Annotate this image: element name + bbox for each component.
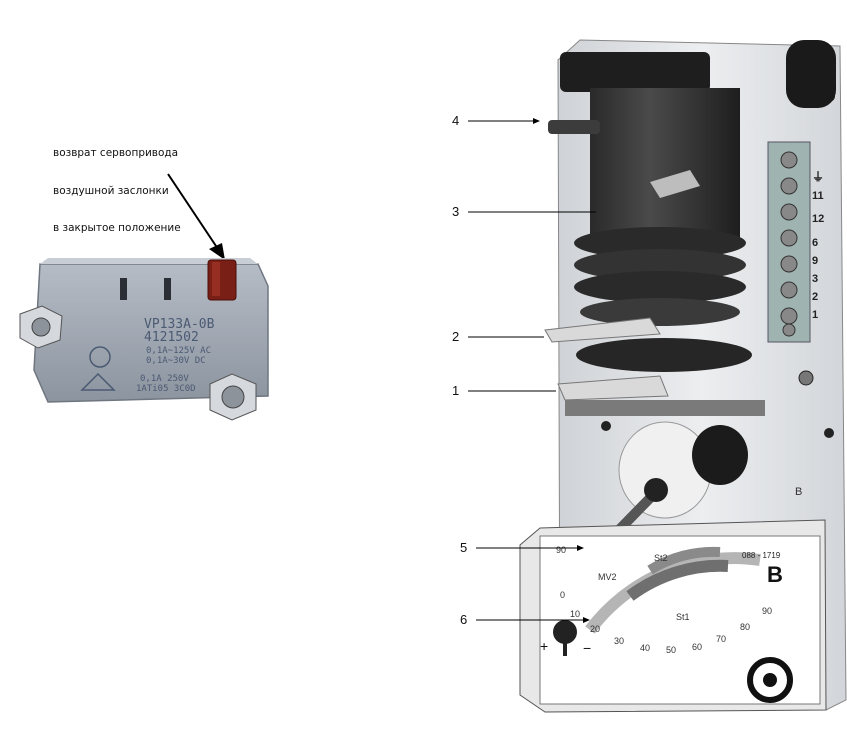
dial-scale-40: 40	[640, 643, 651, 653]
cam-lever-1	[557, 375, 669, 401]
cam-lever-3	[650, 170, 700, 198]
annotation-text: возврат сервопривода воздушной заслонки …	[53, 122, 181, 247]
cam-disc-d	[580, 298, 740, 326]
annotation-line-2: воздушной заслонки	[53, 184, 169, 197]
dial-scale-80: 80	[740, 622, 751, 632]
dial-logo	[747, 657, 793, 703]
shaft-knob	[644, 478, 668, 502]
motor-hub	[692, 425, 748, 485]
plate-hole-left	[601, 421, 611, 431]
arc-label-st2: St2	[654, 553, 668, 563]
terminal-label-11: 11	[812, 190, 824, 202]
dial-scale-20: 20	[590, 624, 601, 634]
dial-scale-60: 60	[692, 642, 703, 652]
dial-part-number: 088 - 1719	[742, 551, 781, 560]
ground-screw	[798, 370, 814, 386]
cam-disc-e	[576, 338, 752, 372]
microswitch-body	[19, 258, 269, 421]
dial-top-tick: 90	[556, 545, 567, 555]
terminal-label-6: 6	[812, 237, 819, 249]
switch-model: VP133A-0B	[144, 317, 215, 332]
callout-2: 2	[452, 329, 460, 344]
dial-letter: B	[767, 562, 783, 587]
plate-letter: B	[795, 486, 802, 498]
dial-scale-90: 90	[762, 606, 773, 616]
switch-rating-4: 1ATi05 3C0D	[136, 384, 196, 394]
switch-code: 4121502	[144, 330, 199, 345]
arc-st2	[647, 546, 721, 575]
terminal-label-ground: ⏚	[812, 170, 825, 184]
dial-plus: +	[540, 638, 549, 654]
arc-mv2	[626, 559, 729, 601]
terminal-label-12: 12	[812, 213, 825, 225]
switch-rating-ac: 0,1A~125V AC	[146, 346, 212, 356]
arc-label-st1: St1	[676, 612, 690, 622]
cam-disc-b	[574, 249, 746, 281]
annotation-line-3: в закрытое положение	[53, 222, 181, 234]
thumb-icon	[553, 620, 577, 644]
terminal-label-9: 9	[812, 255, 819, 267]
terminal-label-3: 3	[812, 273, 819, 285]
arc-label-mv2: MV2	[598, 572, 617, 582]
callout-5: 5	[460, 540, 468, 555]
callout-4: 4	[452, 113, 460, 128]
callout-1: 1	[452, 383, 460, 398]
top-bracket	[560, 52, 710, 92]
cam-disc-c	[574, 271, 746, 303]
terminal-screws	[780, 151, 798, 337]
cam-lever-2	[544, 317, 661, 343]
microswitch-photo: VP133A-0B 4121502 0,1A~125V AC 0,1A~30V …	[12, 250, 277, 430]
terminal-label-2: 2	[812, 291, 819, 303]
terminal-label-1: 1	[812, 309, 819, 321]
cam-drum-upper	[590, 88, 740, 238]
callout-6: 6	[460, 612, 468, 627]
plate-hole-mid	[824, 428, 834, 438]
dial-scale-30: 30	[614, 636, 625, 646]
cam-lever-4	[548, 120, 600, 134]
cam-disc-a	[574, 227, 746, 259]
plate-notch	[786, 40, 836, 108]
callout-3: 3	[452, 204, 460, 219]
base-plate	[565, 400, 765, 416]
dial-scale-10: 10	[570, 609, 581, 619]
dial-scale-70: 70	[716, 634, 727, 644]
dial-scale-0: 0	[560, 590, 566, 600]
dial-minus: −	[583, 640, 592, 656]
switch-rating-3: 0,1A 250V	[140, 374, 189, 384]
annotation-line-1: возврат сервопривода	[53, 147, 179, 159]
switch-rating-dc: 0,1A~30V DC	[146, 356, 206, 366]
dial-scale-50: 50	[666, 645, 677, 655]
